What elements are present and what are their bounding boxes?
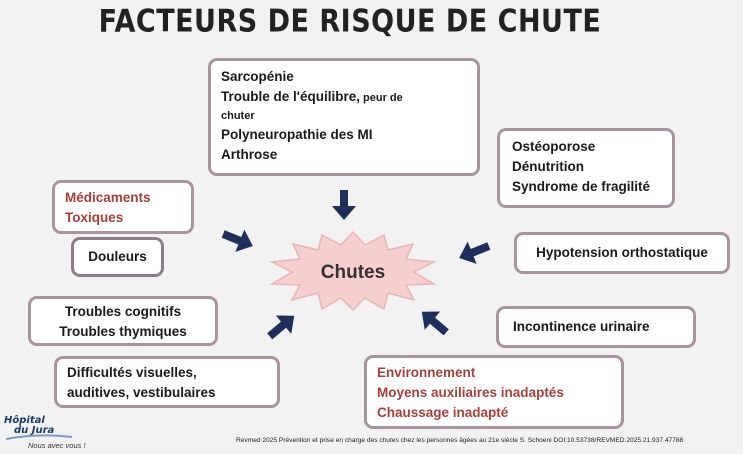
- factor-box-frailty: Ostéoporose Dénutrition Syndrome de frag…: [497, 128, 675, 208]
- factor-thymic: Troubles thymiques: [59, 324, 187, 339]
- factor-box-physical: Sarcopénie Trouble de l'équilibre, peur …: [208, 58, 480, 176]
- factor-cognitive: Troubles cognitifs: [64, 304, 182, 319]
- citation-footer: Revmed 2025 Prévention et prise en charg…: [236, 437, 684, 444]
- factor-footwear: Chaussage inadapté: [377, 405, 509, 420]
- factor-balance: Trouble de l'équilibre, peur de: [221, 89, 403, 104]
- factor-pain: Douleurs: [88, 249, 147, 264]
- factor-polyneuropathy: Polyneuropathie des MI: [221, 127, 373, 142]
- arrow-left-down-icon: [459, 241, 491, 264]
- factor-frailty: Syndrome de fragilité: [512, 179, 651, 194]
- factor-toxics: Toxiques: [65, 210, 124, 225]
- factor-box-medications: Médicaments Toxiques: [52, 180, 194, 234]
- logo-tagline: Nous avec vous !: [28, 441, 86, 450]
- factor-arthrosis: Arthrose: [221, 147, 278, 162]
- hospital-logo: Hôpital du Jura Nous avec vous !: [4, 416, 94, 452]
- chutes-starburst: Chutes: [269, 230, 437, 312]
- factor-osteoporosis: Ostéoporose: [512, 139, 596, 154]
- factor-urinary-incontinence: Incontinence urinaire: [513, 319, 650, 334]
- factor-fear-of-falling: chuter: [221, 110, 255, 122]
- factor-medications: Médicaments: [65, 190, 151, 205]
- diagram-title: FACTEURS DE RISQUE DE CHUTE: [98, 3, 602, 40]
- starburst-shape: [269, 230, 437, 312]
- factor-orthostatic-hypotension: Hypotension orthostatique: [536, 245, 708, 260]
- factor-malnutrition: Dénutrition: [512, 159, 584, 174]
- arrow-right-down-icon: [221, 229, 253, 252]
- factor-visual: Difficultés visuelles,: [67, 365, 197, 380]
- center-label: Chutes: [321, 262, 385, 283]
- factor-box-sensory: Difficultés visuelles, auditives, vestib…: [54, 356, 280, 408]
- arrow-down-icon: [332, 190, 356, 220]
- factor-environment: Environnement: [377, 365, 476, 380]
- arrow-left-up-icon: [421, 311, 449, 336]
- factor-box-pain: Douleurs: [71, 237, 164, 277]
- factor-box-environment: Environnement Moyens auxiliaires inadapt…: [364, 355, 624, 429]
- factor-aids: Moyens auxiliaires inadaptés: [377, 385, 564, 400]
- logo-name: Hôpital du Jura: [4, 415, 55, 436]
- factor-box-incontinence: Incontinence urinaire: [496, 306, 696, 348]
- factor-box-cognitive: Troubles cognitifs Troubles thymiques: [28, 296, 218, 346]
- factor-sarcopenia: Sarcopénie: [221, 69, 294, 84]
- arrow-right-up-icon: [267, 315, 295, 340]
- logo-swoosh-icon: [5, 434, 73, 440]
- factor-auditory-vestibular: auditives, vestibulaires: [67, 385, 216, 400]
- factor-box-hypotension: Hypotension orthostatique: [514, 232, 730, 274]
